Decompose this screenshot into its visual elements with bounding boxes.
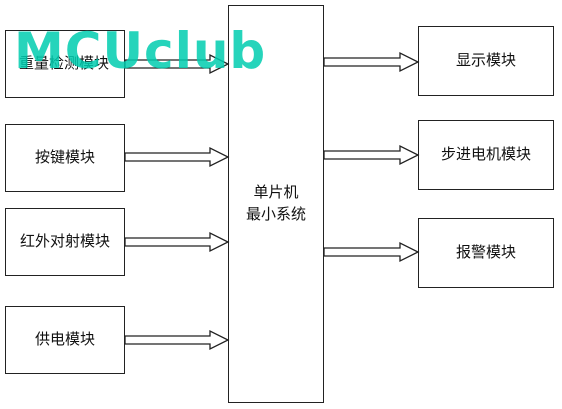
arrow-keys-to-mcu xyxy=(124,146,230,168)
stepper-motor-module-label: 步进电机模块 xyxy=(440,145,531,164)
mcu-minimum-system: 单片机 最小系统 xyxy=(228,5,324,403)
mcu-label-line2: 最小系统 xyxy=(245,205,306,223)
display-module-label: 显示模块 xyxy=(455,51,516,70)
key-module-label: 按键模块 xyxy=(34,148,95,167)
arrow-ir-to-mcu xyxy=(124,231,230,253)
arrow-mcu-to-display xyxy=(323,51,420,73)
infrared-module: 红外对射模块 xyxy=(5,208,125,276)
mcu-label: 单片机 最小系统 xyxy=(246,182,306,226)
arrow-power-to-mcu xyxy=(124,329,230,351)
alarm-module-label: 报警模块 xyxy=(455,243,516,262)
power-module: 供电模块 xyxy=(5,306,125,374)
key-module: 按键模块 xyxy=(5,124,125,192)
power-module-label: 供电模块 xyxy=(34,330,95,349)
arrow-mcu-to-stepper xyxy=(323,144,420,166)
weight-detection-label: 重量检测模块 xyxy=(19,54,110,73)
alarm-module: 报警模块 xyxy=(418,218,554,288)
weight-detection-module: 重量检测模块 xyxy=(5,30,125,98)
display-module: 显示模块 xyxy=(418,26,554,96)
stepper-motor-module: 步进电机模块 xyxy=(418,120,554,190)
arrow-weight-to-mcu xyxy=(124,53,230,75)
arrow-mcu-to-alarm xyxy=(323,241,420,263)
infrared-module-label: 红外对射模块 xyxy=(19,232,110,251)
mcu-label-line1: 单片机 xyxy=(253,183,299,202)
